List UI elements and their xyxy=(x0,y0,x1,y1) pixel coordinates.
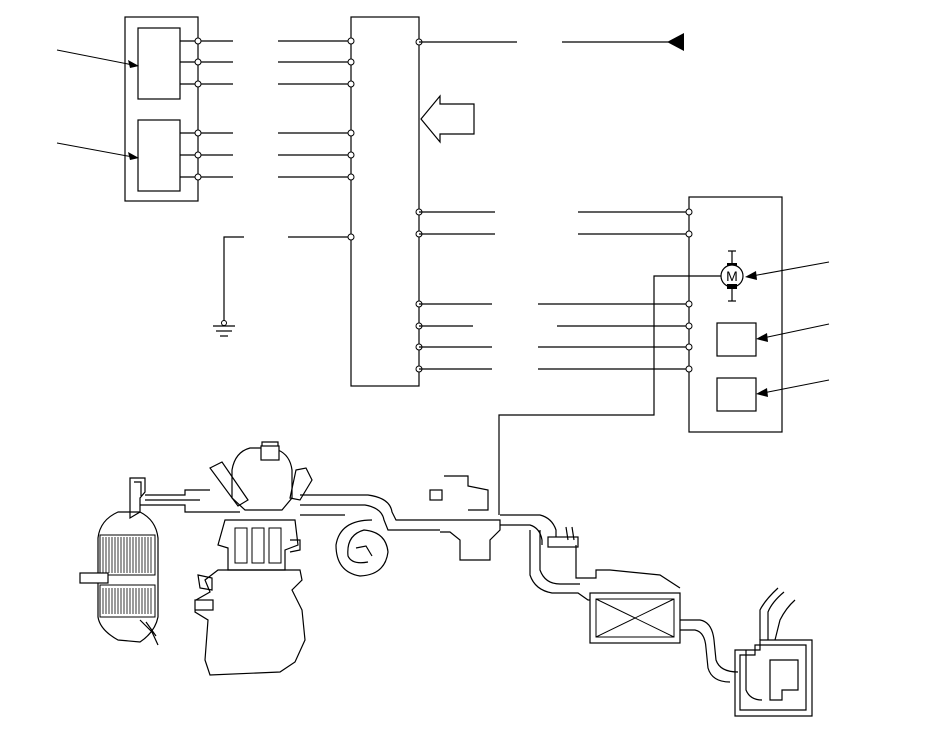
left-sensor-lower xyxy=(137,119,181,192)
engine-block xyxy=(194,441,313,676)
coiled-pipe xyxy=(335,519,389,577)
output-triangle-icon xyxy=(667,33,684,51)
left-sensor-pins xyxy=(194,37,202,181)
lower-pipe-a xyxy=(529,530,600,601)
actuator-box-lower xyxy=(716,377,757,412)
actuator-box-upper xyxy=(716,322,757,357)
actuator-wires xyxy=(419,211,689,370)
left-canister xyxy=(79,477,159,646)
engine-exhaust-illustration xyxy=(79,441,813,717)
tail-section xyxy=(680,587,813,717)
actuator-module: M xyxy=(685,196,830,433)
ground-icon xyxy=(213,320,235,337)
ecu-output-line xyxy=(419,33,684,51)
ecu-module xyxy=(347,16,423,387)
motor-label: M xyxy=(726,268,738,284)
top-pipes xyxy=(140,489,440,531)
pointer-motor xyxy=(751,261,830,277)
arrowhead-upper xyxy=(128,60,139,68)
motor-harness xyxy=(498,275,721,515)
sensor-wires xyxy=(180,40,351,322)
arrowhead-lower xyxy=(128,152,139,160)
rear-muffler xyxy=(589,592,681,644)
pointer-line-lower xyxy=(56,142,134,158)
left-sensor-module xyxy=(56,16,199,202)
left-sensor-upper xyxy=(137,27,181,100)
input-arrow-icon xyxy=(420,94,475,144)
middle-junction xyxy=(429,475,579,561)
pointer-line-upper xyxy=(56,49,134,66)
pointer-box-lower xyxy=(762,379,830,394)
ecu-housing xyxy=(350,16,420,387)
pointer-box-upper xyxy=(762,323,830,339)
